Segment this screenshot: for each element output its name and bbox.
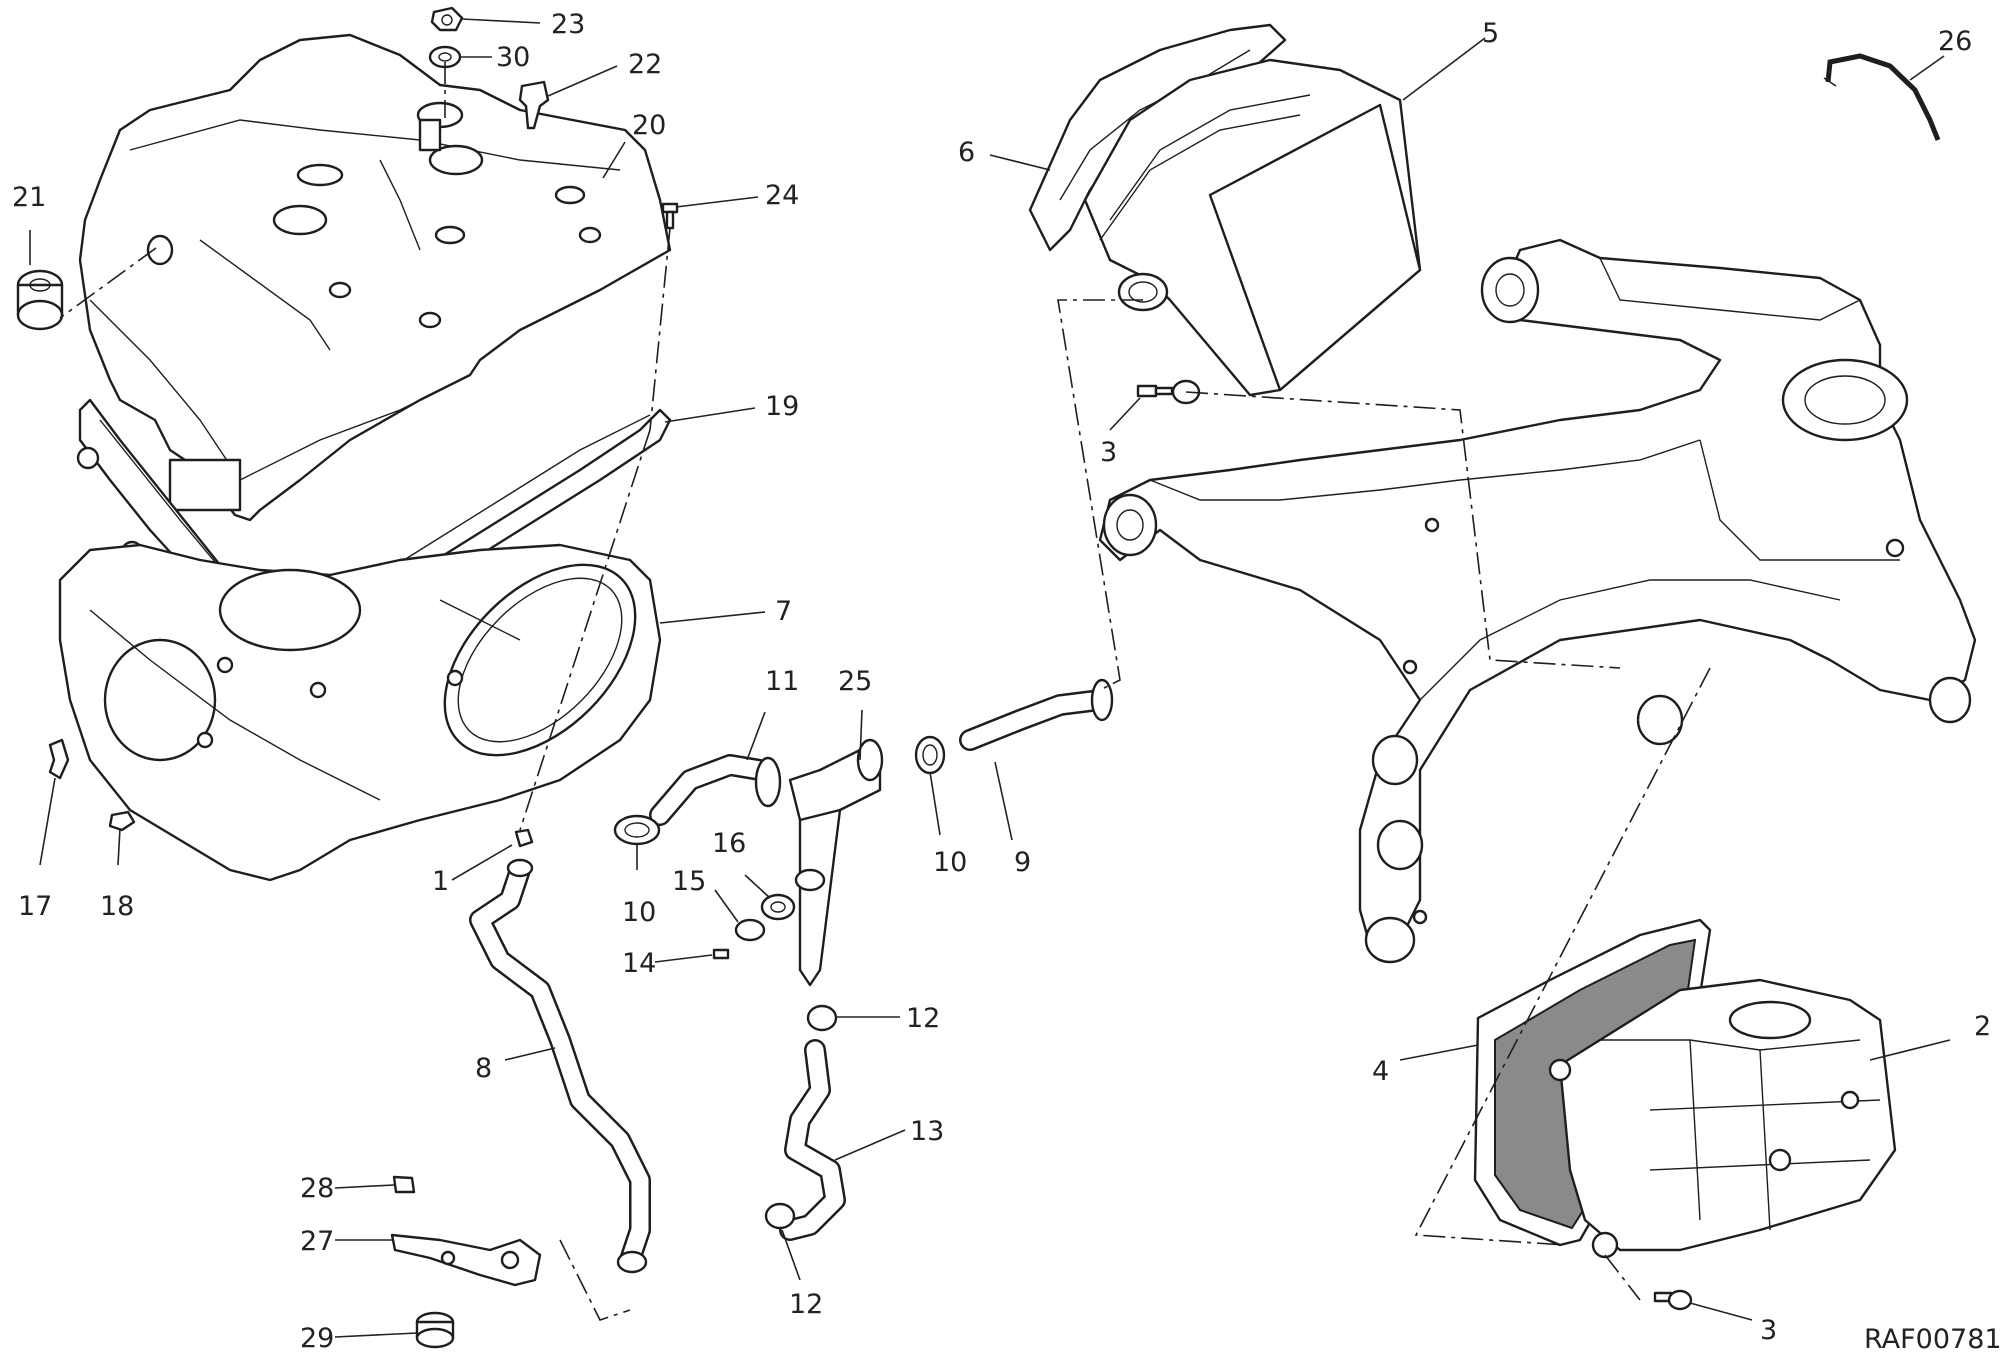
callout-12a: 12 (906, 1003, 940, 1034)
clamp-10b-part (914, 735, 946, 775)
callout-7: 7 (775, 596, 792, 627)
callout-8: 8 (475, 1053, 492, 1084)
washer-15-part (734, 918, 766, 942)
callout-17: 17 (18, 891, 52, 922)
duct-9-part (959, 678, 1114, 751)
callout-labels: 23 30 22 20 24 21 19 7 17 18 1 8 11 25 1… (12, 9, 2002, 1355)
leader-lines (29, 18, 1951, 1338)
callout-13: 13 (910, 1116, 944, 1147)
callout-11: 11 (765, 666, 799, 697)
callout-19: 19 (765, 391, 799, 422)
callout-10a: 10 (622, 897, 656, 928)
airbox-cover-part (78, 33, 672, 522)
pad-28-part (392, 1175, 416, 1194)
callout-26: 26 (1938, 26, 1972, 57)
screw-14-part (712, 948, 730, 960)
callout-29: 29 (300, 1323, 334, 1354)
elbow-hose-11-part (649, 754, 782, 826)
clip-1-part (514, 828, 534, 848)
strap-26-part (1823, 53, 1941, 141)
screw-3b-part (1653, 1289, 1693, 1311)
callout-1: 1 (432, 866, 449, 897)
callout-15: 15 (672, 866, 706, 897)
duct-5-part (1083, 58, 1422, 397)
clip-18-part (108, 810, 136, 832)
callout-3a: 3 (1100, 437, 1117, 468)
hose-13-part (779, 1039, 846, 1241)
clamp-12a-part (806, 1004, 838, 1032)
callout-20: 20 (632, 110, 666, 141)
hose-8-part (469, 858, 651, 1274)
callout-27: 27 (300, 1226, 334, 1257)
callout-18: 18 (100, 891, 134, 922)
callout-14: 14 (622, 948, 656, 979)
airbox-part (58, 543, 662, 882)
grommet-29-part (415, 1311, 455, 1349)
callout-6: 6 (958, 137, 975, 168)
callout-25: 25 (838, 666, 872, 697)
callout-30: 30 (496, 42, 530, 73)
callout-12b: 12 (789, 1289, 823, 1320)
bracket-27-part (390, 1233, 542, 1287)
callout-23: 23 (551, 9, 585, 40)
callout-5: 5 (1482, 18, 1499, 49)
callout-22: 22 (628, 49, 662, 80)
clamp-12b-part (764, 1202, 796, 1230)
callout-2: 2 (1974, 1011, 1991, 1042)
drawing-code: RAF00781 (1864, 1324, 2002, 1355)
callout-21: 21 (12, 182, 46, 213)
callout-10b: 10 (933, 847, 967, 878)
screw-23-part (430, 6, 464, 32)
filter-housing-2-part (1548, 978, 1897, 1259)
t-piece-25-part (788, 738, 884, 987)
callout-28: 28 (300, 1173, 334, 1204)
grommet-16-part (760, 893, 796, 921)
callout-16: 16 (712, 828, 746, 859)
callout-24: 24 (765, 180, 799, 211)
clamp-10a-part (613, 814, 661, 846)
frame-part (1098, 238, 1977, 964)
assembly-lines (59, 62, 1711, 1321)
grommet-21-part (16, 269, 64, 331)
callout-9: 9 (1014, 847, 1031, 878)
callout-3b: 3 (1760, 1315, 1777, 1346)
clip-22-part (518, 80, 550, 130)
callout-4: 4 (1372, 1056, 1389, 1087)
clip-17-part (48, 738, 70, 780)
